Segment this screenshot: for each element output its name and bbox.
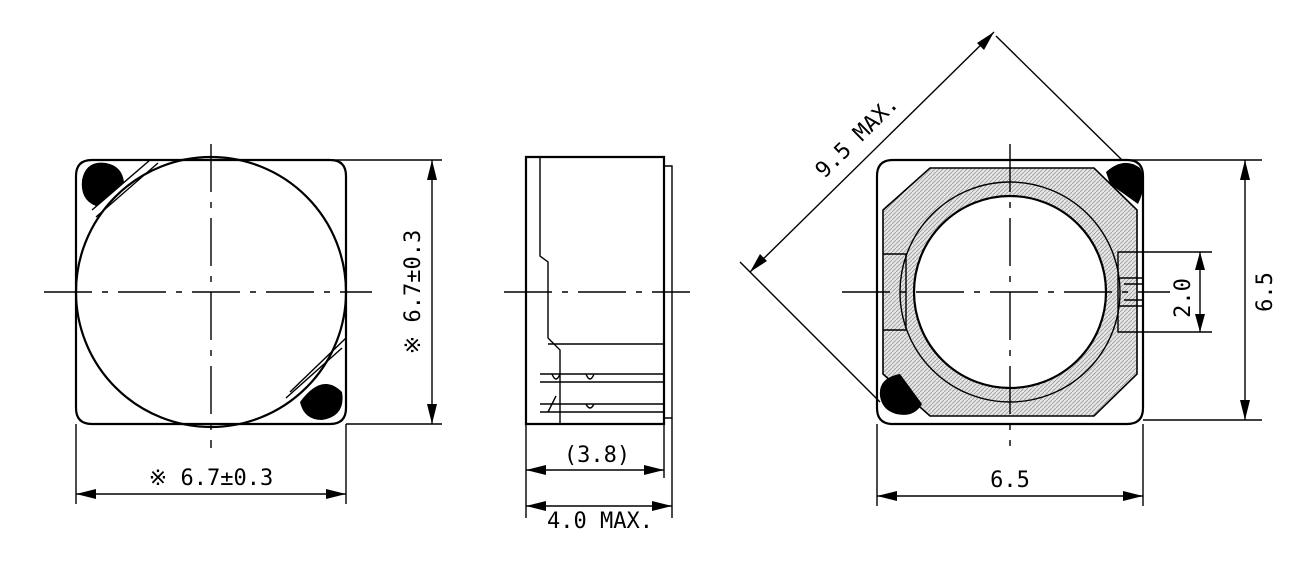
bottom-slot-lines bbox=[1118, 277, 1143, 307]
bottom-width-arrow-left bbox=[877, 491, 897, 501]
bottom-height-arrow-top bbox=[1240, 160, 1250, 180]
side-body-label: (3.8) bbox=[564, 443, 630, 468]
side-terminal-notches bbox=[547, 373, 595, 413]
bottom-height-label: 6.5 bbox=[1253, 272, 1278, 312]
bottom-height-arrow-bottom bbox=[1240, 400, 1250, 420]
front-height-label: ※ 6.7±0.3 bbox=[401, 230, 426, 354]
front-body-outline bbox=[74, 158, 348, 426]
bottom-notch-right bbox=[1117, 251, 1143, 333]
bottom-slot-label: 2.0 bbox=[1171, 278, 1196, 318]
bottom-terminal-top-right bbox=[1106, 162, 1144, 204]
bottom-view: 9.5 MAX. 6.5 6.5 2.0 bbox=[739, 31, 1278, 506]
side-view: (3.8) 4.0 MAX. bbox=[504, 155, 690, 534]
front-terminal-bottom-right bbox=[300, 384, 343, 420]
side-max-arrow-right bbox=[652, 501, 672, 511]
bottom-terminal-bottom-left bbox=[879, 374, 922, 415]
bottom-width-label: 6.5 bbox=[990, 468, 1030, 493]
front-view: ※ 6.7±0.3 ※ 6.7±0.3 bbox=[44, 144, 442, 504]
front-height-arrow-bottom bbox=[427, 404, 437, 424]
bottom-body-outline bbox=[875, 158, 1145, 426]
front-chamfer-bottom-right bbox=[285, 337, 347, 399]
side-body-arrow-right bbox=[644, 465, 664, 475]
front-terminal-top-left bbox=[81, 162, 124, 206]
side-max-arrow-left bbox=[526, 501, 546, 511]
bottom-slot-arrow-top bbox=[1195, 252, 1205, 270]
side-winding-edge bbox=[539, 157, 561, 424]
bottom-diag-label: 9.5 MAX. bbox=[811, 91, 904, 183]
front-width-label: ※ 6.7±0.3 bbox=[149, 466, 273, 491]
side-body-outline bbox=[524, 155, 666, 426]
front-height-arrow-top bbox=[427, 160, 437, 180]
front-width-arrow-right bbox=[326, 489, 346, 499]
bottom-width-arrow-right bbox=[1123, 491, 1143, 501]
front-width-arrow-left bbox=[76, 489, 96, 499]
side-max-label: 4.0 MAX. bbox=[547, 509, 653, 534]
bottom-diag-ext-left bbox=[739, 261, 881, 403]
side-body-arrow-left bbox=[526, 465, 546, 475]
bottom-diag-ext-right bbox=[995, 35, 1123, 161]
bottom-diag-arrow-low bbox=[750, 254, 767, 272]
bottom-slot-arrow-bottom bbox=[1195, 314, 1205, 332]
bottom-diag-dim-line bbox=[749, 31, 995, 273]
side-terminal-lines bbox=[540, 343, 664, 413]
bottom-diag-arrow-high bbox=[977, 32, 994, 50]
